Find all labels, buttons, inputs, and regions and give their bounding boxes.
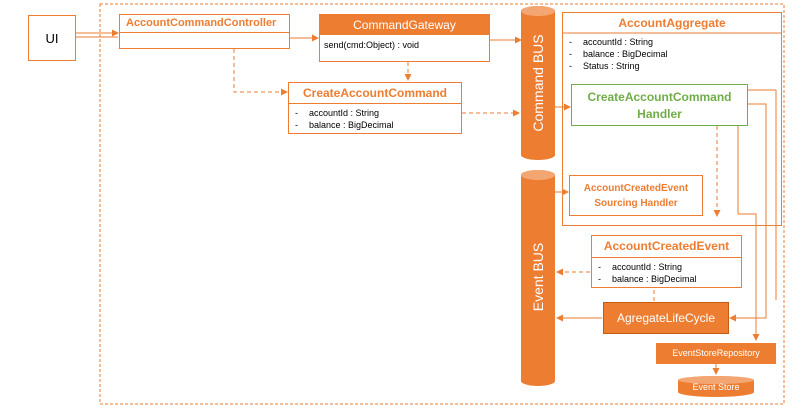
system-boundary xyxy=(99,3,785,405)
ui-box: UI xyxy=(28,15,76,61)
handler-to-lifecycle-line xyxy=(729,103,767,322)
command-gateway: CommandGateway send(cmd:Object) : void xyxy=(319,14,490,62)
created-event-attr: -balance : BigDecimal xyxy=(598,274,697,284)
event-store-repository: EventStoreRepository xyxy=(656,343,776,364)
account-created-event-sourcing-handler: AccountCreatedEvent Sourcing Handler xyxy=(569,175,703,216)
aggregate-attr: -balance : BigDecimal xyxy=(569,49,668,59)
gateway-title: CommandGateway xyxy=(320,15,489,35)
event-bus-label: Event BUS xyxy=(530,242,546,312)
account-created-event: AccountCreatedEvent -accountId : String … xyxy=(591,235,742,288)
aggregate-attr: -accountId : String xyxy=(569,37,654,47)
event-bus: Event BUS xyxy=(521,170,555,386)
aggregate-title: AccountAggregate xyxy=(618,16,726,30)
created-event-attr: -accountId : String xyxy=(598,262,683,272)
create-command-attr: -accountId : String xyxy=(295,108,380,118)
controller-to-command-dashed xyxy=(233,49,288,96)
create-account-command-handler: CreateAccountCommand Handler xyxy=(571,84,748,126)
ui-label: UI xyxy=(45,30,59,46)
event-store: Event Store xyxy=(678,376,754,397)
create-account-command: CreateAccountCommand -accountId : String… xyxy=(288,82,462,134)
command-bus-label: Command BUS xyxy=(530,34,546,132)
command-bus: Command BUS xyxy=(521,6,555,160)
sourcing-handler-title-line2: Sourcing Handler xyxy=(594,198,678,209)
controller-title: AccountCommandController xyxy=(120,15,289,33)
account-aggregate: AccountAggregate -accountId : String -ba… xyxy=(562,12,782,226)
sourcing-handler-title-line1: AccountCreatedEvent xyxy=(583,183,689,194)
repository-label: EventStoreRepository xyxy=(672,348,760,358)
event-store-label: Event Store xyxy=(692,382,740,392)
aggregate-attr: -Status : String xyxy=(569,61,640,71)
lifecycle-label: AgregateLifeCycle xyxy=(616,311,716,325)
aggregate-lifecycle: AgregateLifeCycle xyxy=(603,302,729,334)
gateway-method: send(cmd:Object) : void xyxy=(324,40,420,50)
account-command-controller: AccountCommandController xyxy=(119,14,290,49)
command-handler-title-line2: Handler xyxy=(637,107,682,121)
create-command-title: CreateAccountCommand xyxy=(289,83,461,104)
command-handler-title-line1: CreateAccountCommand xyxy=(587,90,732,104)
created-event-title: AccountCreatedEvent xyxy=(592,236,741,258)
create-command-attr: -balance : BigDecimal xyxy=(295,120,394,130)
